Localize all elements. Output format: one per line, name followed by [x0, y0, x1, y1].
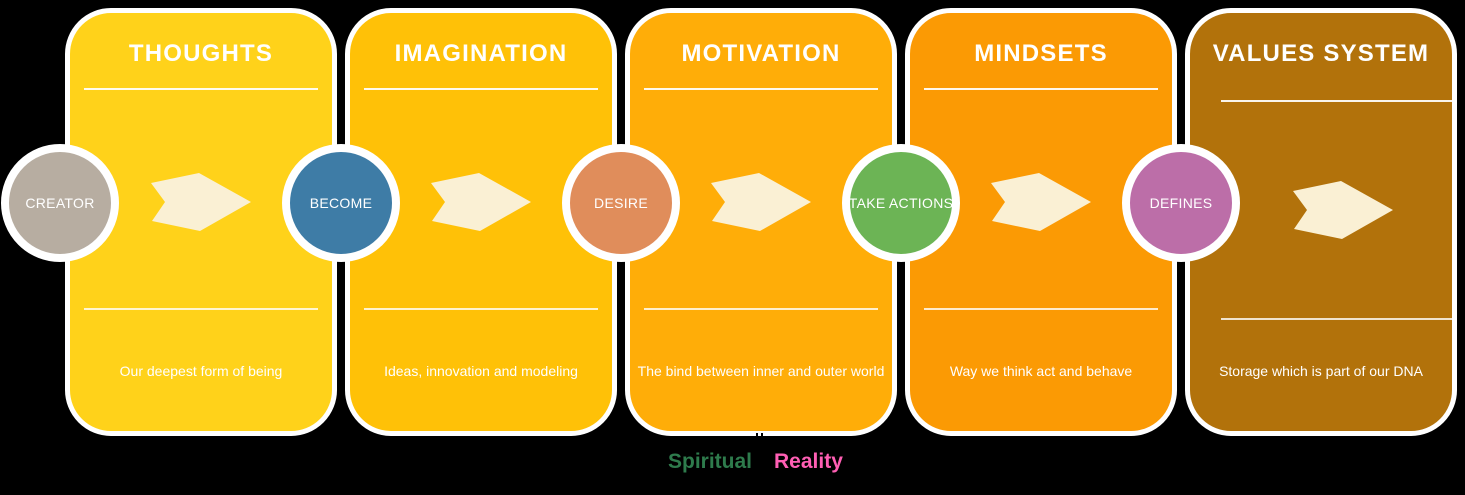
- stage-description: Our deepest form of being: [119, 363, 283, 379]
- circle-label: BECOME: [309, 195, 373, 211]
- connector-circle-desire: DESIRE: [562, 144, 680, 262]
- tick-marks: [756, 433, 766, 441]
- circle-label: TAKE ACTIONS: [848, 195, 954, 211]
- title-underline: [364, 88, 598, 90]
- stage-description: The bind between inner and outer world: [637, 363, 885, 379]
- footer-label-reality: Reality: [774, 450, 843, 473]
- description-overline: [84, 308, 318, 310]
- description-overline: [924, 308, 1158, 310]
- stage-description: Ideas, innovation and modeling: [384, 363, 578, 379]
- description-overline: [364, 308, 598, 310]
- stage-title: IMAGINATION: [394, 40, 568, 67]
- description-overline: [644, 308, 878, 310]
- stage-title: MOTIVATION: [681, 40, 841, 67]
- arrow-right-icon: [711, 173, 811, 231]
- stage-description: Storage which is part of our DNA: [1219, 363, 1423, 379]
- footer-legend: Spiritual Reality: [668, 449, 843, 475]
- arrow-right-icon: [151, 173, 251, 231]
- title-underline: [84, 88, 318, 90]
- stage-title: MINDSETS: [974, 40, 1108, 67]
- description-overline: [1221, 318, 1452, 320]
- connector-circle-become: BECOME: [282, 144, 400, 262]
- connector-circle-defines: DEFINES: [1122, 144, 1240, 262]
- title-underline: [644, 88, 878, 90]
- footer-label-spiritual: Spiritual: [668, 450, 753, 473]
- arrow-right-icon: [991, 173, 1091, 231]
- connector-circle-take-actions: TAKE ACTIONS: [842, 144, 960, 262]
- title-underline: [1221, 100, 1452, 102]
- arrow-right-icon: [1293, 181, 1393, 239]
- stage-description: Way we think act and behave: [949, 363, 1133, 379]
- stage-title: VALUES SYSTEM: [1212, 40, 1430, 67]
- circle-label: DEFINES: [1149, 195, 1213, 211]
- stage-title: THOUGHTS: [128, 40, 274, 67]
- circle-label: DESIRE: [594, 195, 648, 211]
- circle-label: CREATOR: [25, 195, 95, 211]
- arrow-right-icon: [431, 173, 531, 231]
- connector-circle-creator: CREATOR: [1, 144, 119, 262]
- title-underline: [924, 88, 1158, 90]
